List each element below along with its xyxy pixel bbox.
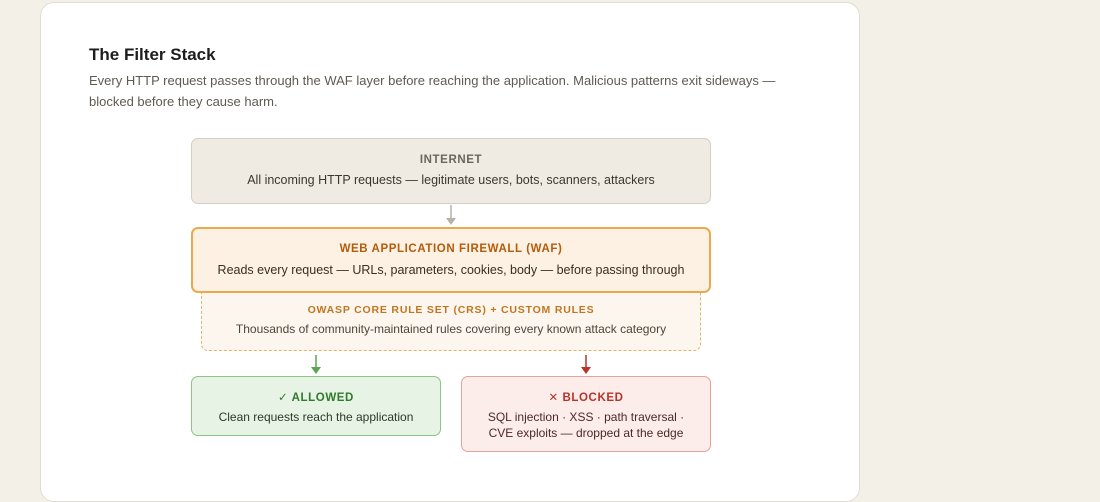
- internet-node: INTERNET All incoming HTTP requests — le…: [191, 138, 711, 204]
- waf-node: WEB APPLICATION FIREWALL (WAF) Reads eve…: [191, 227, 711, 293]
- section-title: The Filter Stack: [89, 45, 216, 64]
- arrow-internet-to-waf: [446, 205, 456, 225]
- section-description: Every HTTP request passes through the WA…: [89, 73, 776, 109]
- rules-node: OWASP CORE RULE SET (CRS) + CUSTOM RULES…: [201, 293, 701, 351]
- waf-heading: WEB APPLICATION FIREWALL (WAF): [339, 243, 563, 255]
- internet-heading: INTERNET: [419, 154, 483, 166]
- rules-text: Thousands of community-maintained rules …: [235, 322, 667, 336]
- arrow-to-blocked: [581, 355, 591, 374]
- blocked-node: ✕ BLOCKED SQL injection · XSS · path tra…: [461, 376, 711, 452]
- arrow-to-allowed: [311, 355, 321, 374]
- allowed-heading: ✓ ALLOWED: [278, 392, 354, 404]
- blocked-heading: ✕ BLOCKED: [548, 392, 624, 404]
- rules-heading: OWASP CORE RULE SET (CRS) + CUSTOM RULES: [307, 304, 595, 316]
- allowed-node: ✓ ALLOWED Clean requests reach the appli…: [191, 376, 441, 436]
- filter-stack-card: The Filter Stack Every HTTP request pass…: [40, 2, 860, 502]
- internet-text: All incoming HTTP requests — legitimate …: [247, 173, 655, 187]
- flow-arrows: [311, 205, 591, 374]
- blocked-text: SQL injection · XSS · path traversal · C…: [487, 410, 685, 440]
- allowed-text: Clean requests reach the application: [218, 410, 414, 424]
- waf-text: Reads every request — URLs, parameters, …: [217, 263, 685, 277]
